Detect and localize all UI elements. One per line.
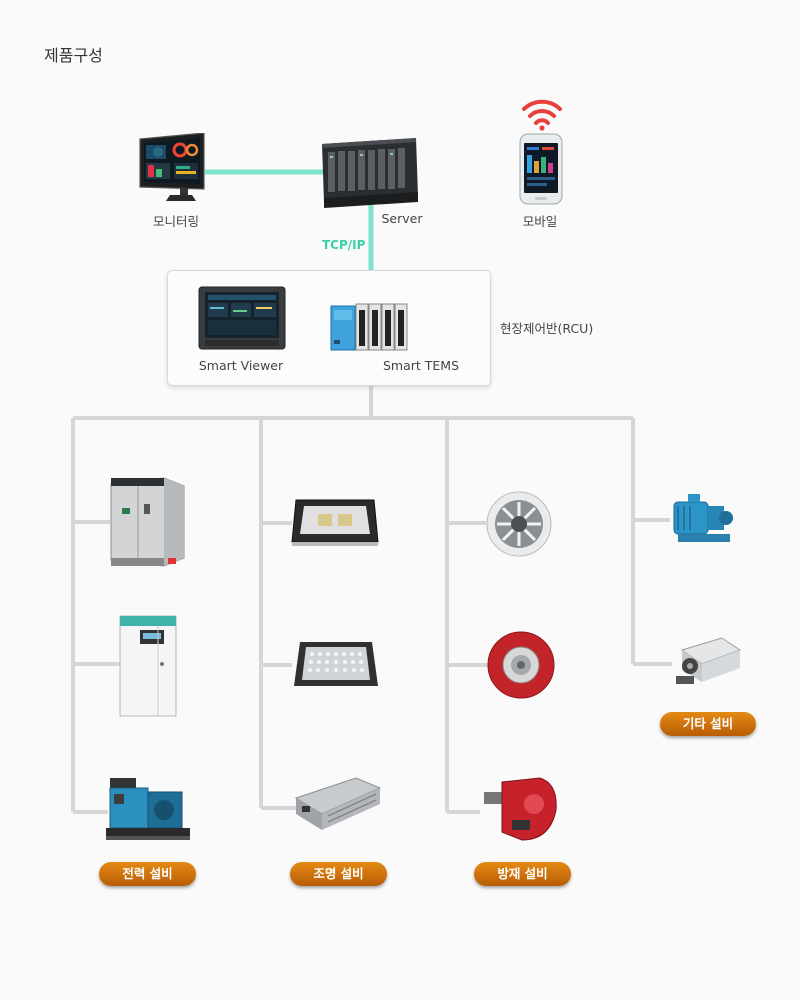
power-panel-icon[interactable]: [118, 614, 178, 718]
server-label: Server: [381, 211, 423, 226]
smart-viewer-label: Smart Viewer: [198, 358, 284, 373]
mobile-label: 모바일: [522, 214, 558, 229]
smart-tems-label: Smart TEMS: [382, 358, 460, 373]
rcu-label: 현장제어반(RCU): [500, 321, 594, 336]
smoke-detector-icon[interactable]: [484, 490, 554, 558]
monitoring-label: 모니터링: [152, 214, 199, 229]
motor-pump-icon[interactable]: [668, 488, 736, 550]
other-equipment-badge[interactable]: 기타 설비: [660, 712, 756, 736]
led-driver-icon[interactable]: [294, 776, 382, 834]
fire-valve-icon[interactable]: [478, 774, 560, 846]
equipment-bus: [71, 384, 672, 814]
led-streetlight-icon[interactable]: [292, 640, 380, 692]
page-title: 제품구성: [44, 46, 103, 65]
smart-tems-plc-icon[interactable]: [330, 302, 414, 352]
fire-equipment-badge[interactable]: 방재 설비: [474, 862, 571, 886]
generator-icon[interactable]: [104, 770, 192, 844]
server-rack-icon[interactable]: [318, 138, 422, 208]
wifi-icon: [522, 99, 562, 131]
floodlight-icon[interactable]: [290, 498, 380, 548]
tcp-ip-label: TCP/IP: [322, 238, 366, 252]
lighting-equipment-badge[interactable]: 조명 설비: [290, 862, 387, 886]
smartphone-icon[interactable]: [518, 133, 564, 205]
switchgear-cabinet-icon[interactable]: [108, 474, 186, 568]
damper-actuator-icon[interactable]: [672, 636, 742, 692]
monitoring-display-icon[interactable]: [136, 133, 208, 201]
power-equipment-badge[interactable]: 전력 설비: [99, 862, 196, 886]
smart-viewer-icon[interactable]: [198, 286, 286, 350]
heat-detector-icon[interactable]: [486, 630, 556, 700]
